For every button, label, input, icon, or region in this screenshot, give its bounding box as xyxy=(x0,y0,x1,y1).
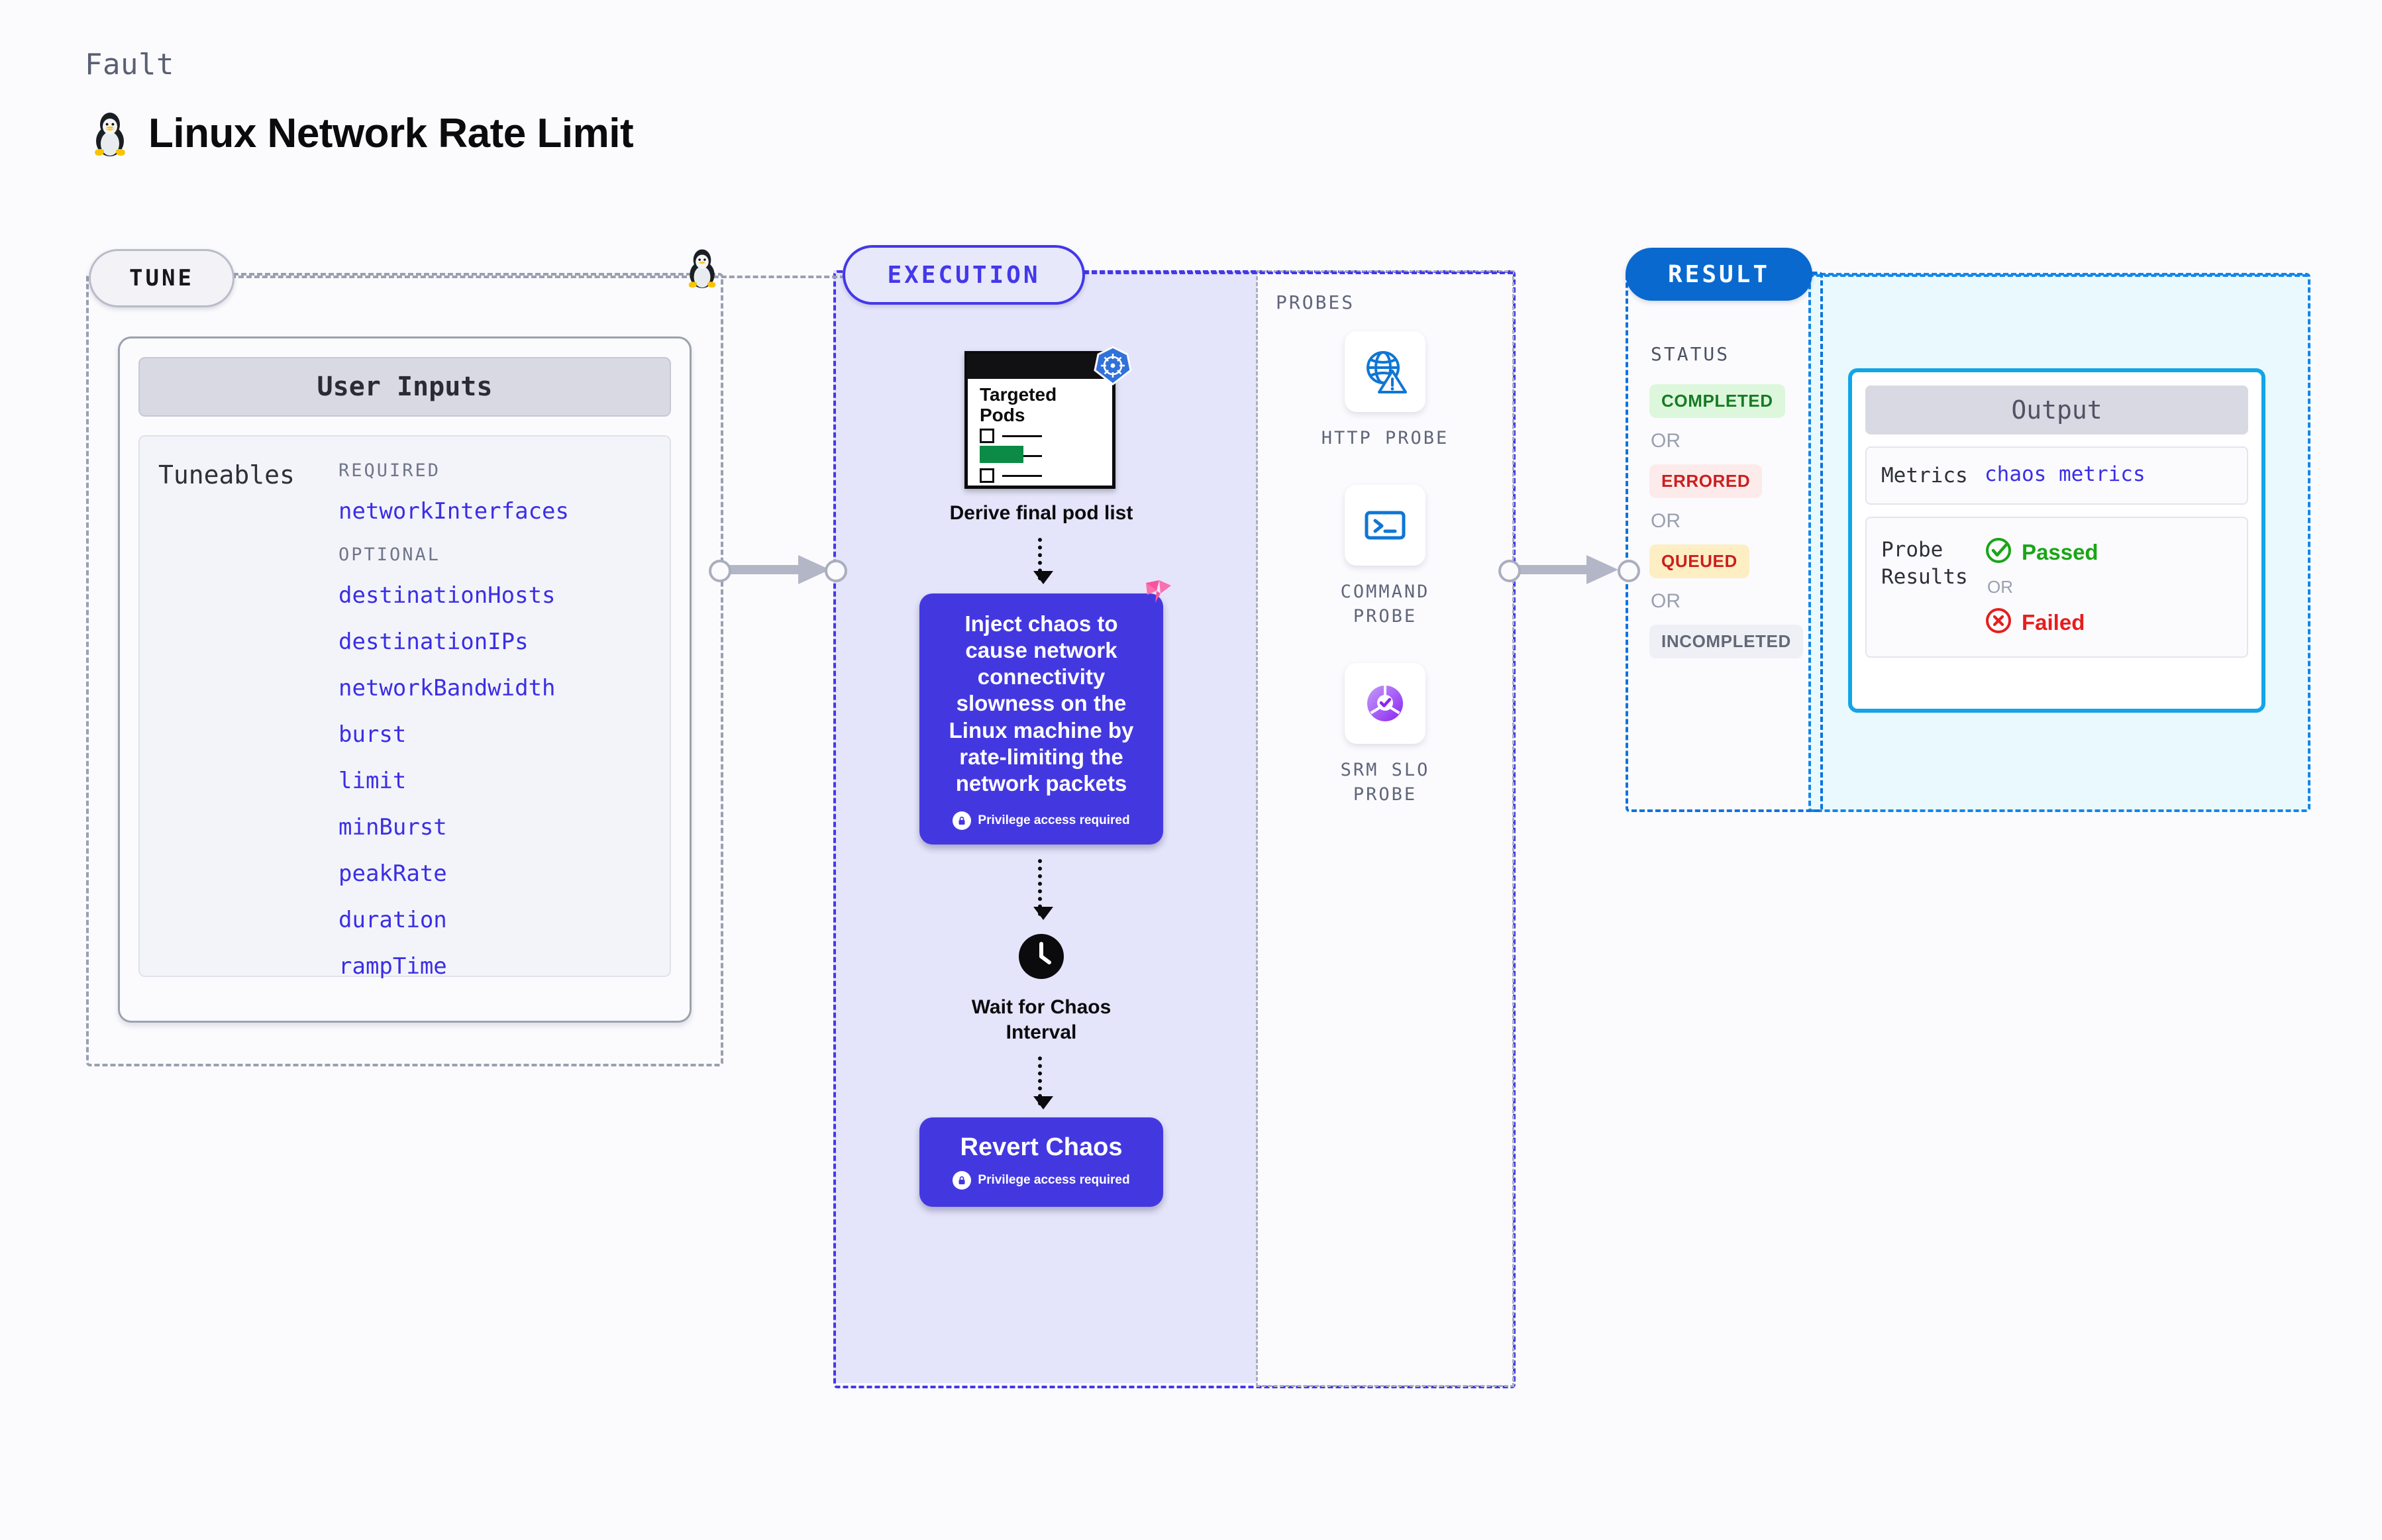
document-progress-bar xyxy=(980,446,1023,463)
tuneable-duration[interactable]: duration xyxy=(338,907,447,933)
derive-pod-list-caption: Derive final pod list xyxy=(949,502,1133,524)
output-metrics-row: Metrics chaos metrics xyxy=(1865,446,2248,505)
check-circle-icon xyxy=(1985,537,2012,568)
status-badge-incompleted: INCOMPLETED xyxy=(1649,625,1803,658)
probe-srm-slo-label: SRM SLO PROBE xyxy=(1340,760,1430,805)
privilege-note-row: Privilege access required xyxy=(933,811,1150,831)
flow-arrow-down xyxy=(1033,1056,1053,1110)
metrics-label: Metrics xyxy=(1881,464,1968,488)
execution-flow-column: Targeted Pods xyxy=(909,344,1174,1207)
kubernetes-helm-icon xyxy=(1092,344,1134,390)
execution-connector-line xyxy=(1076,272,1513,274)
tuneable-rampTime[interactable]: rampTime xyxy=(338,953,447,980)
document-list-row xyxy=(980,468,1042,483)
lock-icon xyxy=(953,1171,972,1190)
status-badge-completed: COMPLETED xyxy=(1649,384,1785,418)
tuneables-list: REQUIRED networkInterfaces OPTIONAL dest… xyxy=(338,460,670,980)
terminal-icon xyxy=(1345,485,1425,566)
page-title: Linux Network Rate Limit xyxy=(148,110,634,156)
tuneable-networkBandwidth[interactable]: networkBandwidth xyxy=(338,675,556,701)
tuneable-destinationIPs[interactable]: destinationIPs xyxy=(338,629,529,655)
tune-arrow-end-dot xyxy=(825,560,847,582)
failed-label: Failed xyxy=(2022,609,2085,635)
or-separator: OR xyxy=(1987,577,2013,597)
probes-title: PROBES xyxy=(1276,291,1355,313)
revert-chaos-card[interactable]: Revert Chaos Privilege access required xyxy=(919,1117,1163,1207)
probes-section-panel xyxy=(1256,270,1514,1387)
globe-warning-icon xyxy=(1345,331,1425,412)
probe-results-label: Probe Results xyxy=(1881,538,1968,589)
probes-column: HTTP PROBE COMMAND PROBE xyxy=(1302,331,1468,841)
tune-to-execution-arrow xyxy=(712,550,845,593)
privilege-note-label: Privilege access required xyxy=(978,813,1130,828)
passed-label: Passed xyxy=(2022,539,2098,564)
or-separator: OR xyxy=(1651,590,1681,612)
tuneable-burst[interactable]: burst xyxy=(338,721,407,748)
tune-arrow-start-dot xyxy=(709,560,731,582)
execution-badge[interactable]: EXECUTION xyxy=(843,245,1085,305)
tuneables-group-required-title: REQUIRED xyxy=(338,460,441,481)
status-title: STATUS xyxy=(1651,343,1730,365)
probe-result-passed: Passed xyxy=(1985,537,2247,568)
result-badge[interactable]: RESULT xyxy=(1626,248,1812,301)
status-badge-queued: QUEUED xyxy=(1649,544,1749,578)
result-arrow-start-dot xyxy=(1498,560,1521,582)
result-connector-line xyxy=(1808,274,2308,277)
or-separator: OR xyxy=(1651,510,1681,532)
probe-srm-slo[interactable]: SRM SLO PROBE xyxy=(1302,663,1468,807)
output-header: Output xyxy=(1865,385,2248,435)
document-titlebar xyxy=(967,354,1113,379)
privilege-note-label: Privilege access required xyxy=(978,1173,1130,1188)
probe-command-label: COMMAND PROBE xyxy=(1340,582,1430,627)
probe-http-label: HTTP PROBE xyxy=(1321,428,1449,448)
flow-arrow-down xyxy=(1033,859,1053,921)
tuneable-minBurst[interactable]: minBurst xyxy=(338,814,447,841)
tux-penguin-icon xyxy=(91,109,129,157)
revert-chaos-title: Revert Chaos xyxy=(960,1133,1123,1162)
status-badge-errored: ERRORED xyxy=(1649,464,1763,498)
document-list-row xyxy=(980,429,1042,443)
tuneable-destinationHosts[interactable]: destinationHosts xyxy=(338,582,556,609)
inject-chaos-card[interactable]: Inject chaos to cause network connectivi… xyxy=(919,580,1171,845)
tuneables-box: Tuneables REQUIRED networkInterfaces OPT… xyxy=(138,435,671,980)
tuneable-networkInterfaces[interactable]: networkInterfaces xyxy=(338,498,569,525)
litmuschaos-icon xyxy=(1139,579,1174,617)
tuneables-label: Tuneables xyxy=(158,460,295,489)
inject-chaos-text: Inject chaos to cause network connectivi… xyxy=(949,611,1134,796)
tuneable-peakRate[interactable]: peakRate xyxy=(338,860,447,887)
lock-icon xyxy=(953,811,972,831)
metrics-value[interactable]: chaos metrics xyxy=(1985,462,2146,486)
tux-penguin-icon-small xyxy=(686,246,719,292)
user-inputs-header: User Inputs xyxy=(138,357,671,417)
user-inputs-card: User Inputs Tuneables REQUIRED networkIn… xyxy=(118,336,692,1023)
fault-eyebrow-label: Fault xyxy=(85,48,174,81)
tuneables-group-optional-title: OPTIONAL xyxy=(338,544,441,565)
tuneable-limit[interactable]: limit xyxy=(338,768,407,794)
privilege-note-row: Privilege access required xyxy=(933,1171,1150,1190)
slo-gauge-icon xyxy=(1345,663,1425,744)
status-list: COMPLETED OR ERRORED OR QUEUED OR INCOMP… xyxy=(1649,384,1815,658)
output-probe-results-row: Probe Results Passed OR xyxy=(1865,517,2248,658)
targeted-pods-title: Targeted Pods xyxy=(980,384,1057,425)
or-separator: OR xyxy=(1651,430,1681,452)
clock-icon xyxy=(1018,933,1064,983)
probe-http[interactable]: HTTP PROBE xyxy=(1321,331,1449,450)
tune-section-panel xyxy=(86,273,723,1066)
tune-badge[interactable]: TUNE xyxy=(89,249,234,307)
targeted-pods-document: Targeted Pods xyxy=(964,344,1132,489)
tune-connector-line xyxy=(231,276,853,278)
wait-for-chaos-caption: Wait for Chaos Interval xyxy=(971,996,1112,1043)
probe-command[interactable]: COMMAND PROBE xyxy=(1302,485,1468,629)
fault-title-row: Linux Network Rate Limit xyxy=(91,109,634,157)
result-arrow-end-dot xyxy=(1618,560,1640,582)
flow-arrow-down xyxy=(1033,537,1053,584)
x-circle-icon xyxy=(1985,607,2012,638)
output-card: Output Metrics chaos metrics Probe Resul… xyxy=(1848,368,2265,713)
probe-result-failed: Failed xyxy=(1985,607,2247,638)
